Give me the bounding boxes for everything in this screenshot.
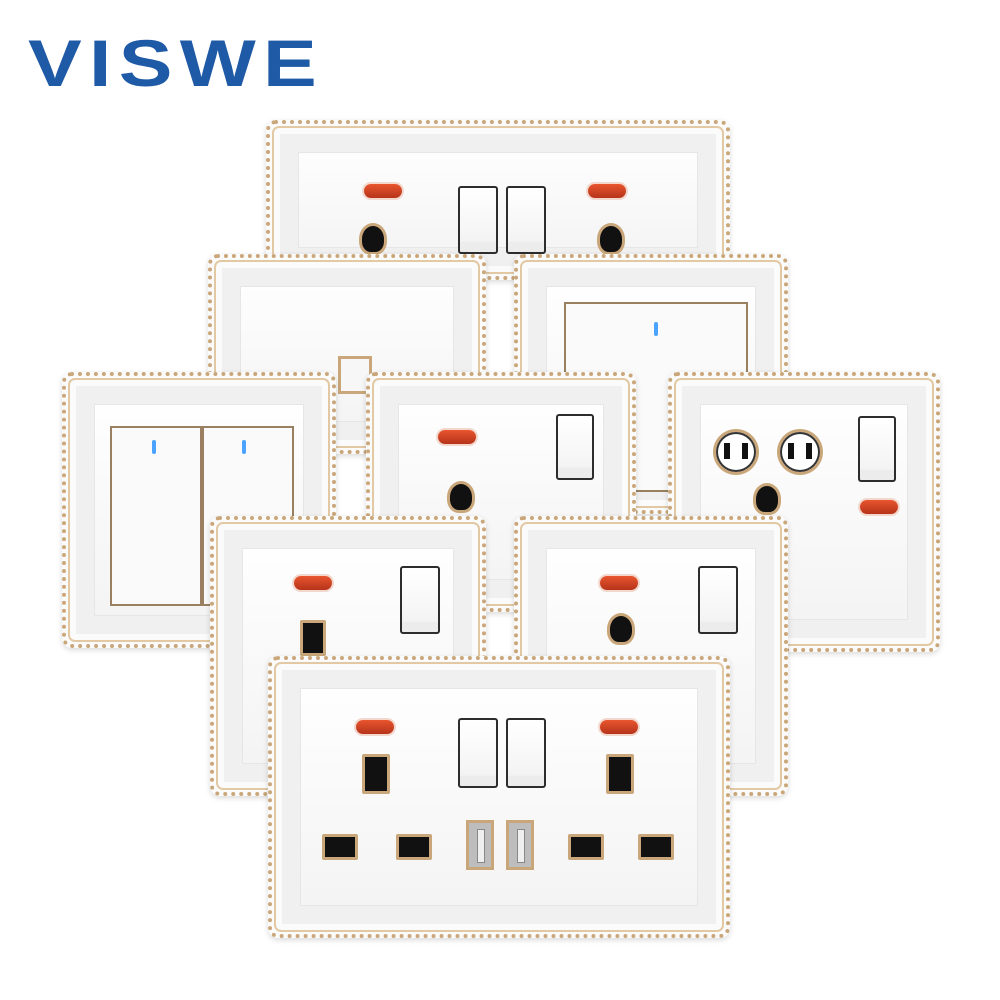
rocker-switch: [400, 566, 440, 634]
plate-twin-uk-socket-usb: [268, 656, 730, 938]
brand-logo-text: VISWE: [28, 26, 325, 100]
earth-slot: [300, 620, 326, 656]
neon-indicator: [364, 184, 402, 198]
earth-pin-hole: [450, 484, 472, 510]
neon-indicator: [860, 500, 898, 514]
rocker-switch: [458, 718, 498, 788]
brand-logo: VISWE: [28, 30, 324, 96]
usb-port: [466, 820, 494, 870]
neutral-slot: [638, 834, 674, 860]
live-slot: [568, 834, 604, 860]
universal-socket: [716, 432, 756, 472]
blue-indicator-led: [242, 440, 246, 454]
earth-pin-hole: [610, 616, 632, 642]
neon-indicator: [600, 576, 638, 590]
neon-indicator: [438, 430, 476, 444]
neon-indicator: [356, 720, 394, 734]
blue-indicator-led: [654, 322, 658, 336]
live-slot: [322, 834, 358, 860]
neutral-slot: [396, 834, 432, 860]
rocker-switch: [506, 186, 546, 254]
universal-socket: [780, 432, 820, 472]
rocker-switch: [556, 414, 594, 480]
rocker-switch-left: [110, 426, 202, 606]
plate-twin-universal-switched: [266, 120, 730, 280]
neon-indicator: [294, 576, 332, 590]
rocker-switch: [698, 566, 738, 634]
usb-port: [506, 820, 534, 870]
neon-indicator: [600, 720, 638, 734]
rocker-switch: [458, 186, 498, 254]
plate-multi-socket-switched: [668, 372, 940, 652]
blue-indicator-led: [152, 440, 156, 454]
neon-indicator: [588, 184, 626, 198]
rocker-switch: [506, 718, 546, 788]
earth-pin-hole: [756, 486, 778, 512]
rocker-switch: [858, 416, 896, 482]
earth-pin-hole: [362, 226, 384, 252]
earth-pin-hole: [600, 226, 622, 252]
earth-slot: [606, 754, 634, 794]
earth-slot: [362, 754, 390, 794]
